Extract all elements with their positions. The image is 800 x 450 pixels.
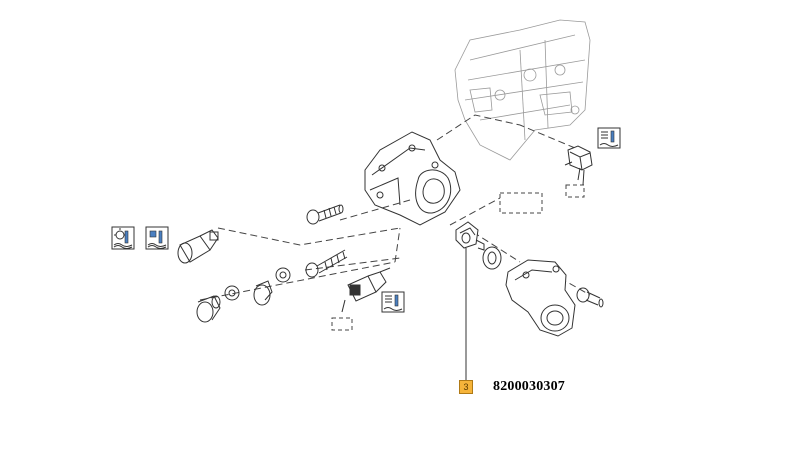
temperature-sender-right	[564, 145, 593, 186]
water-outlet-housing	[505, 259, 576, 337]
drain-plug-left	[196, 295, 221, 323]
housing-bolt	[306, 204, 344, 225]
gasket-ring	[482, 246, 502, 270]
coolant-temp-warning-icon	[145, 226, 169, 250]
long-bolt	[305, 249, 348, 278]
engine-temp-warning-icon	[111, 226, 135, 250]
coolant-temp-gauge-icon	[381, 291, 405, 313]
coolant-temp-gauge-icon	[597, 127, 621, 149]
engine-block	[454, 19, 591, 161]
washer-left	[224, 285, 240, 301]
thermostat	[455, 221, 485, 251]
washer-center	[275, 267, 291, 283]
drain-plug-center	[253, 280, 273, 306]
part-number-label[interactable]: 8200030307	[493, 379, 565, 394]
callout-badge[interactable]: 3	[459, 380, 473, 394]
thermostat-housing-plate	[364, 131, 461, 226]
outlet-bolt	[576, 287, 604, 308]
temperature-sensor-center	[341, 267, 391, 313]
coolant-sensor-left	[177, 229, 219, 264]
